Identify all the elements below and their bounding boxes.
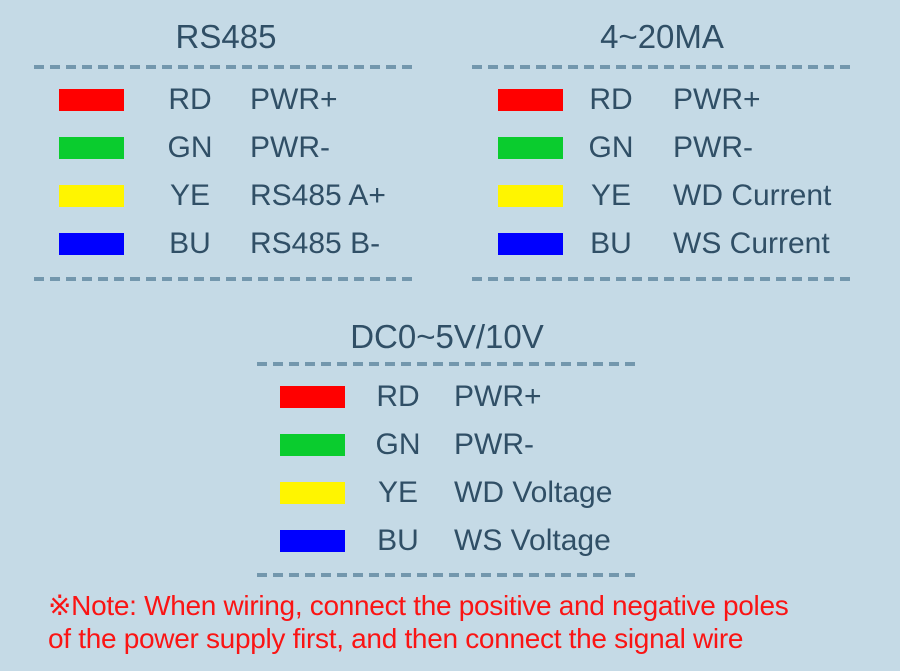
wire-row-blue: BU WS Voltage — [257, 517, 637, 565]
wire-function-label: WD Voltage — [454, 476, 613, 509]
blue-wire-swatch — [280, 530, 345, 552]
dashed-divider-top — [472, 65, 852, 69]
red-wire-swatch — [280, 386, 345, 408]
wiring-note-line-2: of the power supply first, and then conn… — [48, 623, 744, 654]
wire-row-red: RD PWR+ — [257, 373, 637, 421]
wire-row-yellow: YE WD Current — [472, 172, 852, 220]
yellow-wire-swatch — [498, 185, 563, 207]
wire-code: YE — [590, 179, 632, 212]
block-title-4-20ma: 4~20MA — [600, 18, 724, 55]
wire-rows: RD PWR+ GN PWR- YE WD Current BU WS Curr… — [472, 76, 852, 268]
block-title-dc0-5v-10v: DC0~5V/10V — [350, 318, 544, 355]
wiring-note-line-1: ※Note: When wiring, connect the positive… — [48, 590, 789, 621]
blue-wire-swatch — [498, 233, 563, 255]
wire-row-yellow: YE RS485 A+ — [34, 172, 418, 220]
wire-function-label: PWR+ — [250, 83, 338, 116]
wire-function-label: WS Voltage — [454, 524, 611, 557]
wire-code: RD — [168, 83, 212, 116]
blue-wire-swatch — [59, 233, 124, 255]
dashed-divider-bottom — [34, 277, 418, 281]
wire-code: GN — [588, 131, 634, 164]
red-wire-swatch — [59, 89, 124, 111]
wire-row-green: GN PWR- — [257, 421, 637, 469]
wire-function-label: WS Current — [673, 227, 830, 260]
wire-function-label: PWR- — [454, 428, 534, 461]
wire-rows: RD PWR+ GN PWR- YE WD Voltage BU WS Volt… — [257, 373, 637, 565]
wiring-block-4-20ma: 4~20MA RD PWR+ GN PWR- YE WD Current BU … — [472, 16, 852, 281]
yellow-wire-swatch — [280, 482, 345, 504]
block-title-rs485: RS485 — [175, 18, 277, 55]
wire-row-blue: BU RS485 B- — [34, 220, 418, 268]
dashed-divider-bottom — [257, 573, 637, 577]
wire-function-label: WD Current — [673, 179, 832, 212]
wire-row-red: RD PWR+ — [472, 76, 852, 124]
wiring-note: ※Note: When wiring, connect the positive… — [48, 589, 789, 655]
wire-row-yellow: YE WD Voltage — [257, 469, 637, 517]
dashed-divider-top — [34, 65, 418, 69]
wiring-block-dc0-5v-10v: DC0~5V/10V RD PWR+ GN PWR- YE WD Voltage… — [257, 316, 637, 577]
wire-row-green: GN PWR- — [472, 124, 852, 172]
wire-code: BU — [169, 227, 211, 260]
wire-code: RD — [589, 83, 633, 116]
red-wire-swatch — [498, 89, 563, 111]
wire-function-label: PWR- — [673, 131, 753, 164]
green-wire-swatch — [59, 137, 124, 159]
wire-function-label: PWR+ — [673, 83, 761, 116]
wire-rows: RD PWR+ GN PWR- YE RS485 A+ BU RS485 B- — [34, 76, 418, 268]
wire-code: RD — [376, 380, 420, 413]
wire-function-label: PWR- — [250, 131, 330, 164]
wiring-block-rs485: RS485 RD PWR+ GN PWR- YE RS485 A+ BU RS4… — [34, 16, 418, 281]
wire-function-label: PWR+ — [454, 380, 542, 413]
wire-function-label: RS485 B- — [250, 227, 381, 260]
dashed-divider-bottom — [472, 277, 852, 281]
wire-code: BU — [590, 227, 632, 260]
wire-code: GN — [167, 131, 213, 164]
green-wire-swatch — [498, 137, 563, 159]
wire-code: BU — [377, 524, 419, 557]
wire-function-label: RS485 A+ — [250, 179, 386, 212]
wire-code: YE — [169, 179, 211, 212]
wire-code: YE — [377, 476, 419, 509]
wire-row-green: GN PWR- — [34, 124, 418, 172]
green-wire-swatch — [280, 434, 345, 456]
wire-code: GN — [375, 428, 421, 461]
dashed-divider-top — [257, 362, 637, 366]
yellow-wire-swatch — [59, 185, 124, 207]
wire-row-red: RD PWR+ — [34, 76, 418, 124]
wire-row-blue: BU WS Current — [472, 220, 852, 268]
